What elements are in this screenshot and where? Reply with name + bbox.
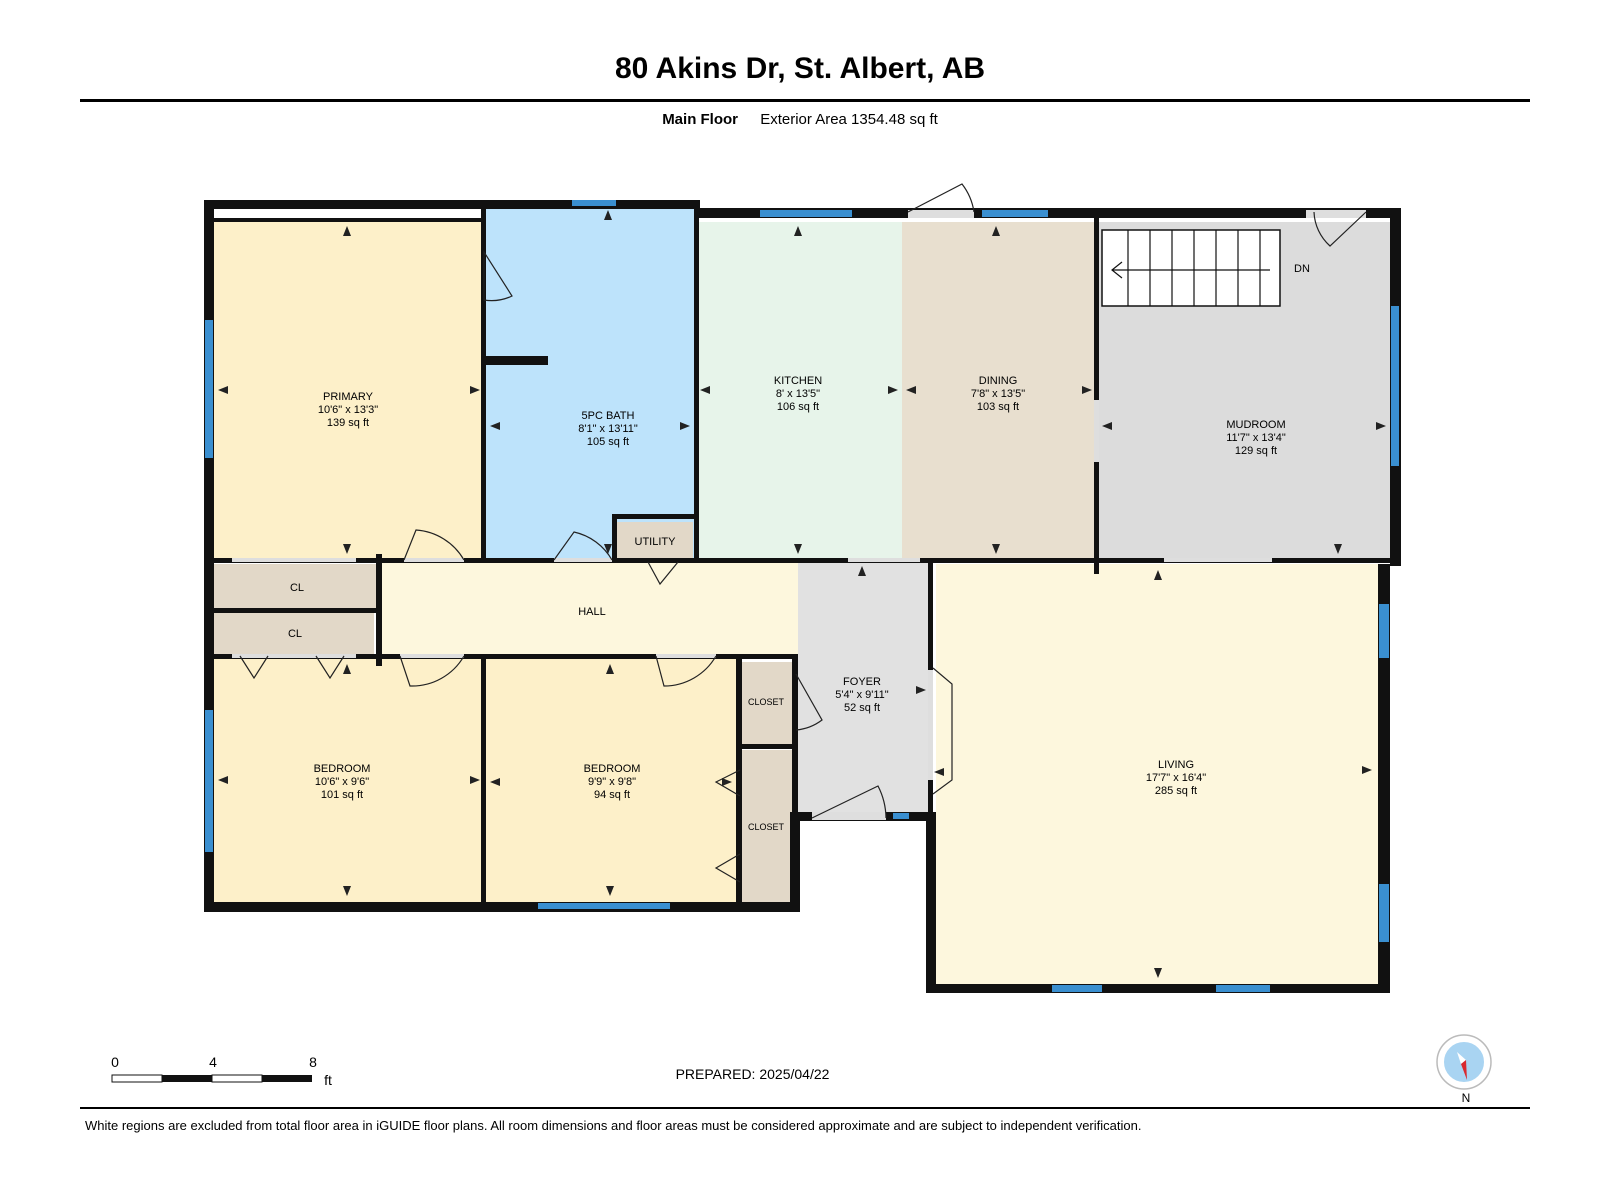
scale-tick-8: 8 xyxy=(309,1054,317,1070)
room-area-kitchen: 106 sq ft xyxy=(777,401,819,413)
living-fill xyxy=(936,564,1378,984)
compass-icon: N xyxy=(1436,1034,1492,1104)
cl2-fill xyxy=(214,612,374,654)
room-area-bedroom1: 101 sq ft xyxy=(321,789,363,801)
room-fills xyxy=(214,208,1392,984)
room-name-living: LIVING xyxy=(1158,759,1194,771)
room-name-primary: PRIMARY xyxy=(323,391,374,403)
compass-north-label: N xyxy=(1462,1091,1471,1104)
room-dims-bedroom1: 10'6" x 9'6" xyxy=(315,776,369,788)
floor-subtitle: Main Floor Exterior Area 1354.48 sq ft xyxy=(0,111,1600,128)
closet1-fill xyxy=(742,662,792,744)
room-dims-primary: 10'6" x 13'3" xyxy=(318,404,378,416)
room-area-bath: 105 sq ft xyxy=(587,436,629,448)
room-area-mudroom: 129 sq ft xyxy=(1235,445,1277,457)
cl1-fill xyxy=(214,564,380,608)
stairs xyxy=(1101,229,1281,307)
openings xyxy=(232,210,1366,820)
room-labels: PRIMARY 10'6" x 13'3" 139 sq ft 5PC BATH… xyxy=(288,263,1310,832)
scale-tick-4: 4 xyxy=(209,1054,217,1070)
room-name-utility: UTILITY xyxy=(635,536,677,548)
stairs-down-label: DN xyxy=(1294,263,1310,275)
dimension-arrows xyxy=(218,210,1386,978)
room-name-hall: HALL xyxy=(578,606,606,618)
room-name-cl1: CL xyxy=(290,582,304,594)
dining-fill xyxy=(902,222,1096,560)
prepared-date: PREPARED: 2025/04/22 xyxy=(675,1066,830,1082)
primary-fill xyxy=(214,222,486,560)
bedroom1-fill xyxy=(214,658,486,902)
room-name-mudroom: MUDROOM xyxy=(1226,419,1285,431)
room-name-bedroom2: BEDROOM xyxy=(584,763,641,775)
room-dims-dining: 7'8" x 13'5" xyxy=(971,388,1025,400)
foyer-fill xyxy=(798,562,932,818)
room-area-living: 285 sq ft xyxy=(1155,785,1197,797)
room-name-dining: DINING xyxy=(979,375,1018,387)
room-name-closet2: CLOSET xyxy=(748,822,785,832)
room-name-closet1: CLOSET xyxy=(748,697,785,707)
room-dims-bath: 8'1" x 13'11" xyxy=(578,423,638,435)
scale-tick-0: 0 xyxy=(111,1054,119,1070)
utility-fill xyxy=(617,522,693,560)
scale-bar: 0 4 8 ft xyxy=(111,1054,332,1088)
room-area-foyer: 52 sq ft xyxy=(844,702,880,714)
room-dims-mudroom: 11'7" x 13'4" xyxy=(1226,432,1286,444)
room-dims-foyer: 5'4" x 9'11" xyxy=(835,689,888,701)
bath-fill xyxy=(486,208,694,560)
bedroom2-fill xyxy=(486,658,736,902)
windows xyxy=(205,200,1399,992)
room-name-bath: 5PC BATH xyxy=(582,410,635,422)
room-name-cl2: CL xyxy=(288,628,302,640)
disclaimer-text: White regions are excluded from total fl… xyxy=(85,1118,1142,1133)
room-name-kitchen: KITCHEN xyxy=(774,375,822,387)
room-area-primary: 139 sq ft xyxy=(327,417,369,429)
hall-fill xyxy=(380,562,798,658)
floor-label: Main Floor xyxy=(662,111,739,128)
door-swings xyxy=(239,183,1367,883)
room-dims-bedroom2: 9'9" x 9'8" xyxy=(588,776,636,788)
kitchen-fill xyxy=(696,222,902,560)
closet2-fill xyxy=(742,750,792,902)
room-dims-kitchen: 8' x 13'5" xyxy=(776,388,820,400)
room-area-dining: 103 sq ft xyxy=(977,401,1019,413)
room-area-bedroom2: 94 sq ft xyxy=(594,789,630,801)
room-name-foyer: FOYER xyxy=(843,676,881,688)
room-dims-living: 17'7" x 16'4" xyxy=(1146,772,1206,784)
exterior-area: Exterior Area 1354.48 sq ft xyxy=(760,111,938,128)
scale-unit: ft xyxy=(324,1072,332,1088)
header-divider xyxy=(80,99,1530,102)
room-name-bedroom1: BEDROOM xyxy=(314,763,371,775)
page-title: 80 Akins Dr, St. Albert, AB xyxy=(614,52,986,85)
footer-divider xyxy=(80,1107,1530,1109)
